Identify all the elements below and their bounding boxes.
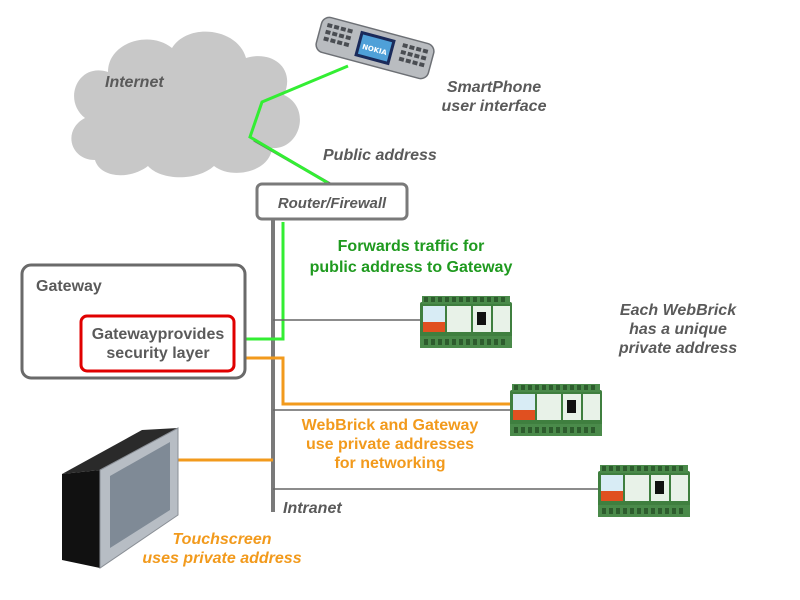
smartphone-label-line2: user interface <box>442 98 547 115</box>
webbrick-note-line2: has a unique <box>629 321 727 338</box>
router-box: Router/Firewall <box>255 182 409 221</box>
gateway-provides-line1: Gatewayprovides <box>92 326 225 343</box>
private-label-line1: WebBrick and Gateway <box>302 417 479 434</box>
gateway-label: Gateway <box>36 278 102 295</box>
gateway-provides-line2: security layer <box>106 345 209 362</box>
public-address-label: Public address <box>323 147 437 164</box>
internet-label: Internet <box>105 74 164 91</box>
intranet-label: Intranet <box>283 500 342 517</box>
gateway-box: Gateway Gatewayprovides security layer <box>20 263 247 380</box>
webbrick-note-line3: private address <box>618 340 737 357</box>
cloud-icon <box>71 31 300 178</box>
smartphone-internet-link <box>248 64 349 185</box>
webbrick-device-icon <box>510 384 602 436</box>
forwards-label-line1: Forwards traffic for <box>338 238 485 255</box>
smartphone-icon: NOKIA <box>315 16 435 80</box>
network-links <box>178 64 598 512</box>
touchscreen-label-line1: Touchscreen <box>173 531 272 548</box>
webbrick-device-icon <box>420 296 512 348</box>
smartphone-label-line1: SmartPhone <box>447 79 541 96</box>
forwards-label-line2: public address to Gateway <box>310 259 513 276</box>
touchscreen-label-line2: uses private address <box>142 550 301 567</box>
webbrick-note-line1: Each WebBrick <box>620 302 737 319</box>
security-layer-box <box>79 314 236 373</box>
touchscreen-panel-icon <box>62 427 179 569</box>
router-label: Router/Firewall <box>278 195 387 212</box>
gateway-private-link <box>237 356 510 406</box>
private-label-line3: for networking <box>334 455 445 472</box>
private-label-line2: use private addresses <box>306 436 474 453</box>
router-to-gateway-link <box>237 222 285 341</box>
webbrick-device-icon <box>598 465 690 517</box>
